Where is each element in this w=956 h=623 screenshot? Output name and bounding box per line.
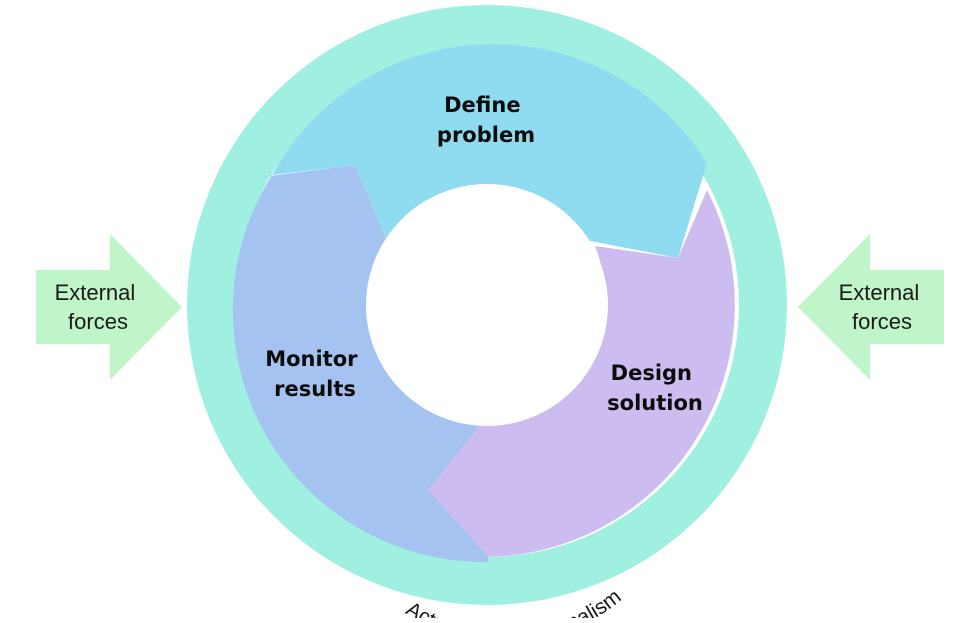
monitor-results-segment [232,165,490,563]
external-forces-right-label: External forces [839,280,926,334]
cycle-center [366,184,608,426]
external-forces-left-label: External forces [55,280,142,334]
external-forces-arrow-right [798,234,944,380]
design-solution-label: Design solution [607,361,703,415]
external-forces-arrow-left [36,234,182,380]
define-problem-label: Define problem [437,93,535,147]
monitor-results-label: Monitor results [265,347,365,401]
define-problem-segment [272,44,707,259]
